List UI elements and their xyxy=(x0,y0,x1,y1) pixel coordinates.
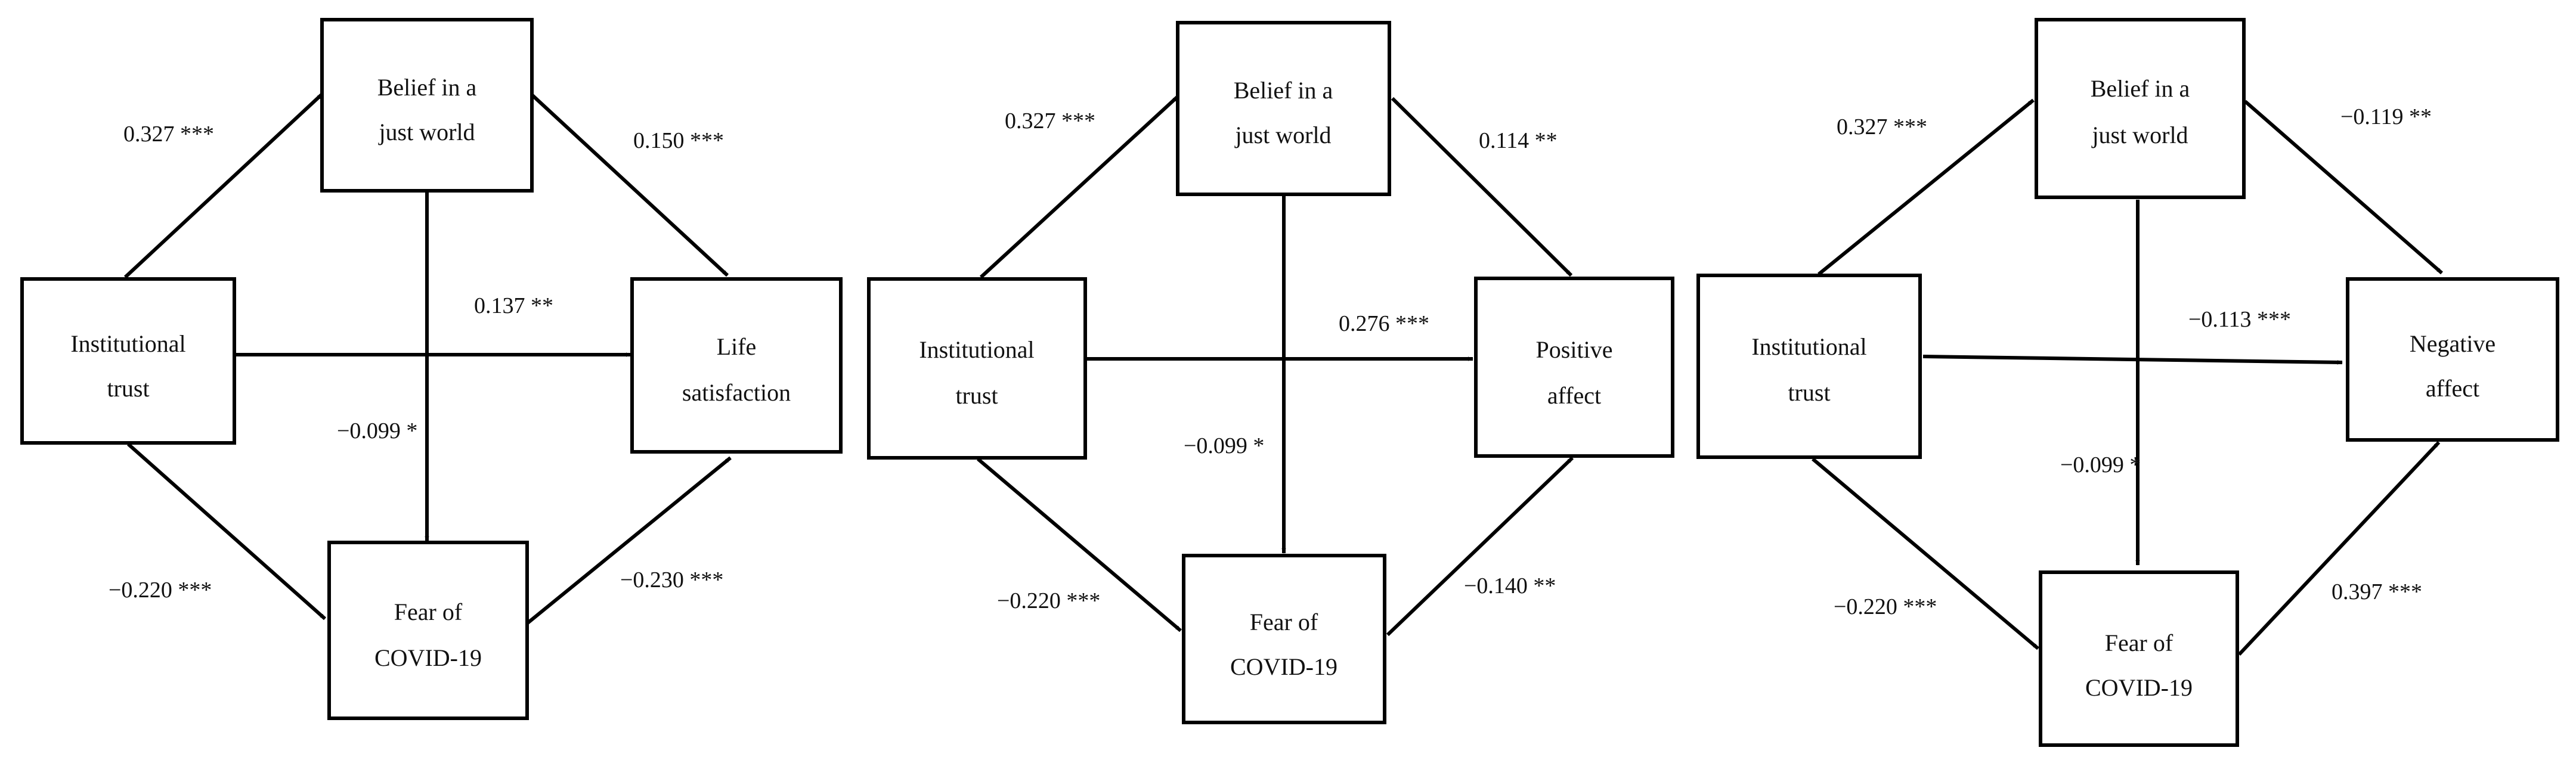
arrow-fear-to-outcome xyxy=(2237,441,2441,656)
node-label: affect xyxy=(1547,382,1601,409)
coef-trust-outcome: 0.137 ** xyxy=(474,293,553,318)
node-positive-affect xyxy=(1474,277,1674,458)
coef-belief-outcome: −0.119 ** xyxy=(2340,104,2432,129)
node-belief-just-world xyxy=(320,18,534,193)
panel-life-satisfaction: Institutional trust Belief in a just wor… xyxy=(20,18,843,720)
node-belief-just-world xyxy=(2035,18,2246,199)
arrow-trust-to-outcome xyxy=(1922,355,2343,365)
node-label: Fear of xyxy=(2105,629,2174,656)
node-label: Belief in a xyxy=(377,74,477,101)
coef-trust-outcome: −0.113 *** xyxy=(2188,307,2291,332)
panel-negative-affect: Institutional trust Belief in a just wor… xyxy=(1696,18,2559,747)
node-label: just world xyxy=(377,119,475,145)
node-label: Institutional xyxy=(1751,333,1866,360)
arrow-trust-to-belief xyxy=(1818,98,2035,276)
node-label: Institutional xyxy=(70,330,185,357)
panel-positive-affect: Institutional trust Belief in a just wor… xyxy=(867,21,1674,724)
node-institutional-trust xyxy=(867,277,1087,460)
coef-trust-belief: 0.327 *** xyxy=(123,122,214,147)
node-label: satisfaction xyxy=(682,379,791,406)
coef-trust-fear: −0.220 *** xyxy=(1834,594,1937,619)
node-label: Life xyxy=(717,333,757,360)
coef-belief-fear: −0.099 * xyxy=(2060,452,2141,477)
arrow-belief-to-outcome xyxy=(531,94,729,277)
node-label: just world xyxy=(1234,122,1331,148)
node-label: just world xyxy=(2091,122,2188,148)
arrow-fear-to-outcome xyxy=(527,456,732,625)
node-label: COVID-19 xyxy=(1230,653,1337,680)
coef-trust-belief: 0.327 *** xyxy=(1837,114,1927,139)
node-fear-of-covid xyxy=(2039,570,2239,747)
coef-fear-outcome: −0.230 *** xyxy=(620,567,723,593)
node-label: COVID-19 xyxy=(2085,674,2193,701)
arrow-trust-to-belief xyxy=(123,92,324,279)
coef-trust-fear: −0.220 *** xyxy=(109,578,212,603)
coef-belief-fear: −0.099 * xyxy=(337,418,417,443)
coef-trust-belief: 0.327 *** xyxy=(1005,108,1095,134)
coef-belief-outcome: 0.114 ** xyxy=(1479,128,1558,153)
arrow-trust-to-fear xyxy=(1812,457,2039,650)
arrow-trust-to-belief xyxy=(979,95,1179,279)
node-label: trust xyxy=(107,375,149,402)
node-life-satisfaction xyxy=(630,277,843,454)
arrow-trust-to-fear xyxy=(977,457,1182,632)
coef-trust-outcome: 0.276 *** xyxy=(1339,311,1429,336)
node-label: Institutional xyxy=(919,336,1034,363)
arrow-fear-to-outcome xyxy=(1386,456,1574,637)
node-label: Belief in a xyxy=(1234,77,1333,104)
coef-fear-outcome: 0.397 *** xyxy=(2332,579,2422,604)
node-label: Negative xyxy=(2410,330,2496,357)
node-label: Belief in a xyxy=(2091,75,2190,102)
node-label: affect xyxy=(2426,375,2479,402)
arrow-belief-to-outcome xyxy=(1391,97,1573,277)
node-label: Fear of xyxy=(394,598,463,625)
arrow-belief-to-outcome xyxy=(2244,100,2443,275)
node-label: COVID-19 xyxy=(374,644,482,671)
coef-trust-fear: −0.220 *** xyxy=(997,588,1100,613)
node-negative-affect xyxy=(2346,277,2559,442)
node-fear-of-covid xyxy=(1182,554,1386,724)
node-belief-just-world xyxy=(1176,21,1391,196)
node-label: trust xyxy=(955,382,998,409)
coef-fear-outcome: −0.140 ** xyxy=(1464,573,1556,598)
coef-belief-fear: −0.099 * xyxy=(1184,433,1264,458)
coef-belief-outcome: 0.150 *** xyxy=(633,128,724,153)
node-fear-of-covid xyxy=(327,541,529,720)
node-label: Positive xyxy=(1536,336,1613,363)
node-label: Fear of xyxy=(1250,609,1318,635)
node-institutional-trust xyxy=(1696,274,1922,459)
arrow-trust-to-fear xyxy=(127,442,326,621)
node-institutional-trust xyxy=(20,277,236,445)
node-label: trust xyxy=(1788,379,1830,406)
